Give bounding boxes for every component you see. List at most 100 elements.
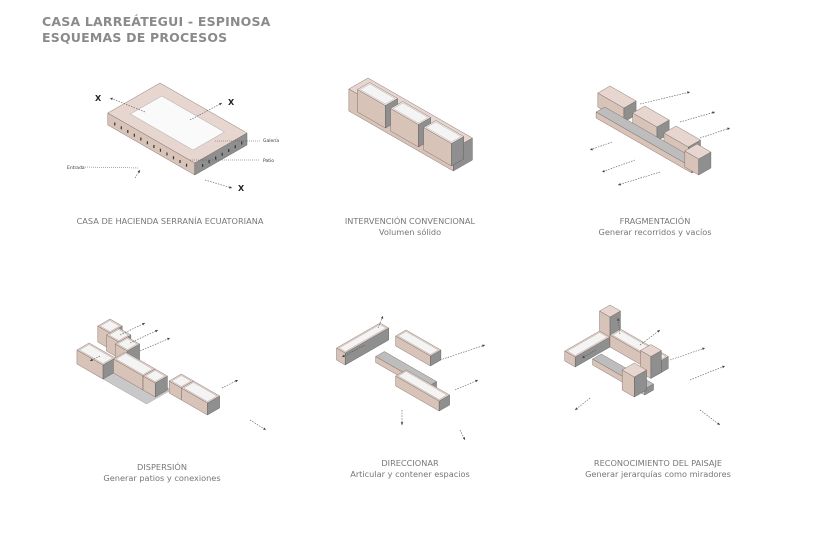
window [241,141,243,145]
diagram-conventional-intervention [348,77,473,172]
direction-line [439,344,486,361]
building-roof [663,125,701,148]
open-top [397,371,448,400]
axis-x-label: X [238,184,245,193]
direction-line [204,179,233,189]
window [153,145,155,148]
window [114,122,116,126]
building-roof [640,344,662,357]
arrow-head [602,169,605,173]
arrow-head [482,344,485,348]
window [172,156,175,160]
building-roof [632,105,670,128]
direction-line [129,329,159,344]
direction-line [689,365,726,381]
arrow-head [229,185,232,189]
arrow-head [575,407,578,410]
diagram-hacienda [84,82,260,189]
arrow-head [687,91,690,94]
direction-line [139,337,171,352]
open-top [145,370,166,382]
arrow-head [342,354,345,357]
label-gallery: Galería [263,137,279,144]
caption-hacienda: CASA DE HACIENDA SERRANÍA ECUATORIANA [76,216,264,226]
building-roof [621,362,647,378]
open-top [425,121,462,143]
courtyard-patio [130,95,225,151]
window [185,163,188,167]
window [234,145,236,149]
arrow-head [617,318,620,321]
arrow-head [400,422,404,425]
arrow-head [380,316,384,319]
arrow-head [235,380,238,383]
direction-line [639,91,691,105]
open-top [567,332,608,356]
arrow-head [142,322,145,326]
arrow-head [727,127,730,131]
arrow-head [590,147,593,151]
direction-line [639,329,661,346]
arrow-head [90,358,93,361]
building-roof [684,143,712,160]
project-title: CASA LARREÁTEGUI - ESPINOSA [42,14,271,29]
arrow-head [263,427,266,430]
diagram-dispersion [76,318,267,431]
arrow-head [462,437,465,440]
direction-line [679,111,716,123]
window [133,133,135,137]
direction-line [699,409,721,426]
window [140,137,142,141]
arrow-head [657,330,660,333]
arrow-head [167,337,170,341]
arrow-head [582,355,585,358]
label-entrance: Entrada [67,165,85,171]
arrow-head [717,422,720,425]
diagram-direction [336,315,486,441]
arrow-head [219,103,222,106]
window [127,130,129,133]
window [166,152,168,156]
direction-line [189,102,223,121]
open-top [115,353,153,375]
direction-line [341,344,366,358]
open-top [171,375,192,387]
window [215,156,217,160]
open-top [100,320,120,332]
diagram-landscape [564,304,726,426]
arrow-head [155,329,158,333]
open-top [108,329,129,341]
open-top [183,382,218,402]
open-top [117,338,138,350]
window [146,141,148,145]
direction-line [617,171,661,186]
open-top [79,344,113,364]
arrow-head [722,365,725,369]
arrow-head [137,170,140,173]
project-subtitle: ESQUEMAS DE PROCESOS [42,30,228,45]
direction-line [601,159,636,173]
axis-x-label: X [228,98,235,107]
window [208,160,210,164]
arrow-head [110,97,113,101]
window [221,152,223,156]
header: CASA LARREÁTEGUI - ESPINOSA ESQUEMAS DE … [42,14,271,46]
arrow-head [712,111,715,114]
window [179,160,181,163]
arrow-head [618,182,621,186]
diagram-fragmentation [589,85,731,186]
label-patio: Patio [263,158,274,164]
open-top [392,102,429,124]
direction-line [589,141,613,151]
axis-x-label: X [95,94,102,103]
arrow-head [702,347,705,351]
direction-line [699,127,731,139]
direction-line [669,347,706,361]
open-top [397,331,439,355]
